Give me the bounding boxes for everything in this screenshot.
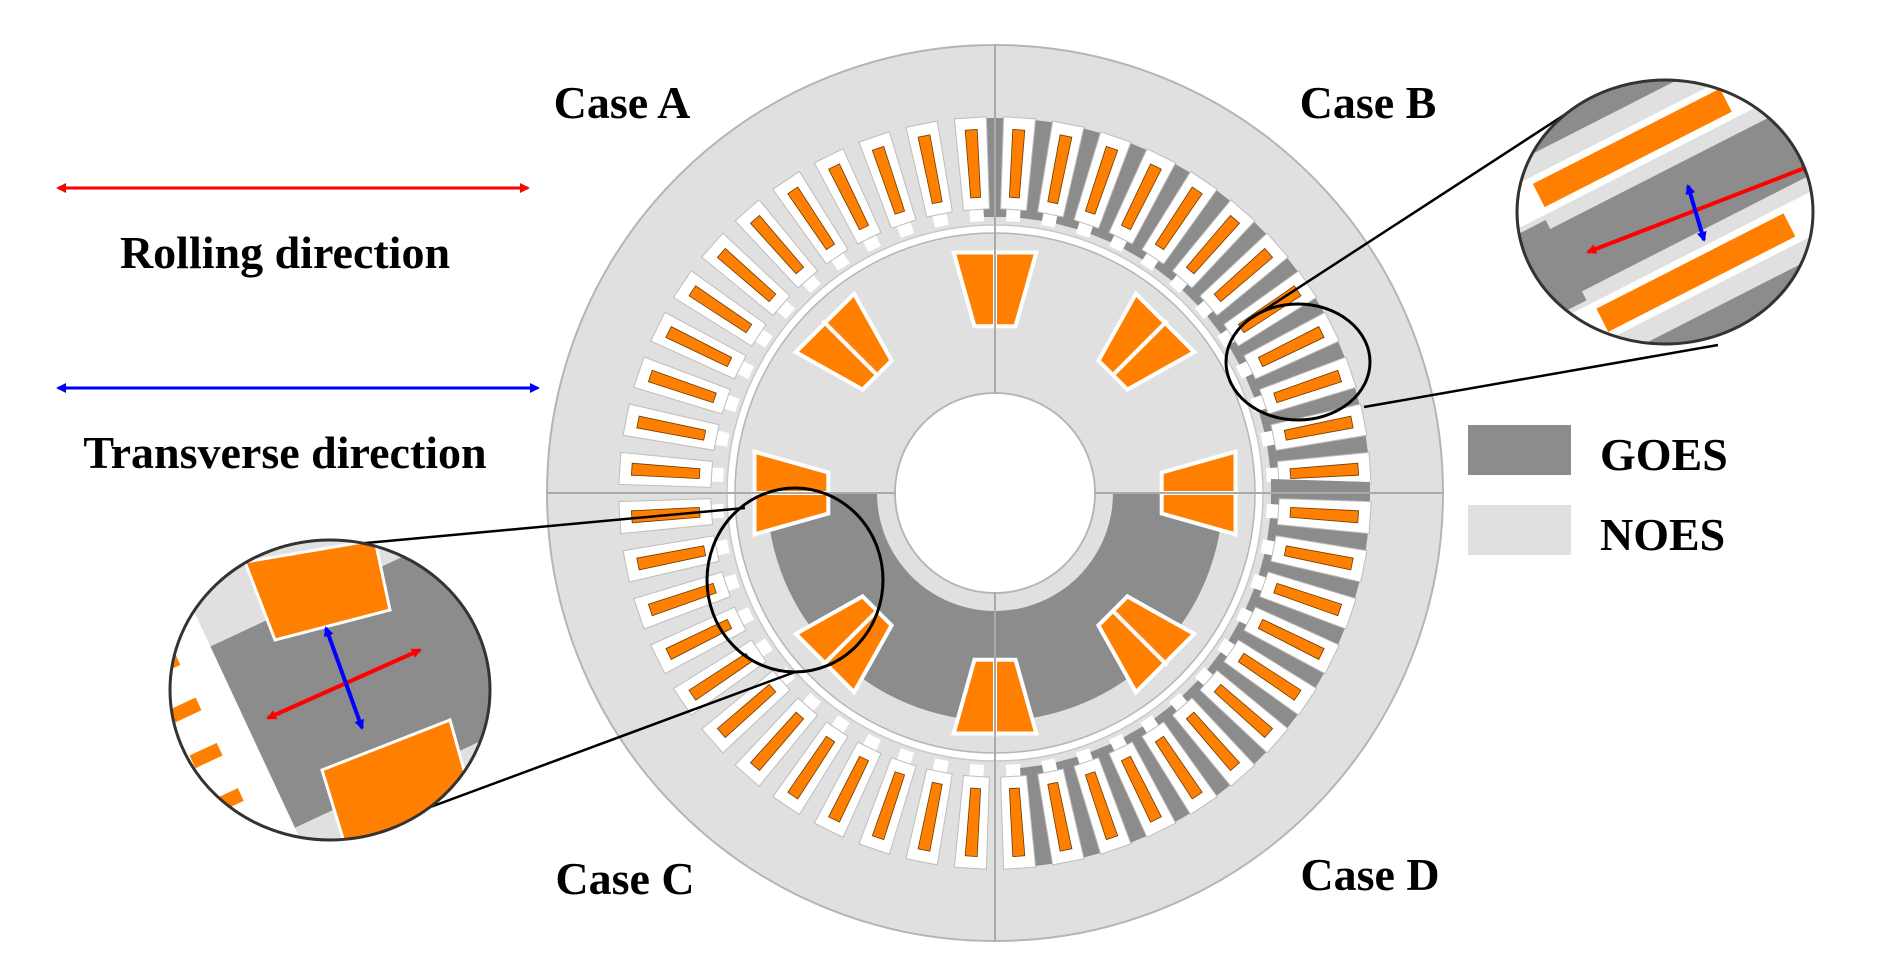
transverse-direction-label: Transverse direction [83, 427, 486, 478]
rotor-magnet-split [821, 610, 878, 667]
stator-winding [716, 247, 777, 303]
stator-tooth-goes [1227, 618, 1326, 690]
zoom-connector-c-top [332, 506, 746, 548]
stator-slot-opening [709, 467, 724, 483]
stator-winding [1273, 369, 1343, 404]
rotor-magnet-split [1112, 610, 1169, 667]
stator-winding [1283, 415, 1354, 441]
zoom-connector-b-bottom [1363, 343, 1719, 409]
stator-winding [1084, 771, 1119, 841]
stator-winding [828, 755, 870, 823]
case-a-label: Case A [554, 77, 691, 128]
zoom-callout-case-b [1224, 78, 1815, 422]
zoom-detail-c [170, 540, 490, 840]
stator-winding [787, 735, 836, 800]
stator-winding [964, 128, 982, 199]
stator-winding [1120, 163, 1162, 231]
zoom-lens-c [168, 538, 492, 842]
stator-winding [1120, 755, 1162, 823]
stator-winding [871, 771, 906, 841]
stator-winding [828, 163, 870, 231]
stator-slot-opening [1005, 207, 1021, 222]
zoom-source-ring-b [1224, 302, 1372, 422]
shaft-bore-fill [896, 394, 1094, 592]
legend-swatch-goes [1468, 425, 1571, 475]
stator-winding [787, 186, 836, 251]
stator-winding [1283, 545, 1354, 571]
rolling-direction-legend: Rolling direction [56, 183, 530, 278]
stator-slot-opening [969, 207, 985, 222]
stator-tooth-goes [1180, 678, 1268, 766]
motor-cross-section [546, 44, 1444, 942]
stator-winding [917, 134, 943, 205]
stator-winding [1185, 711, 1241, 772]
stator-winding [630, 462, 701, 480]
stator-tooth-goes [1151, 703, 1232, 798]
stator-winding [1185, 214, 1241, 275]
stator-winding [716, 683, 777, 739]
stator-winding [1257, 618, 1325, 660]
zoom-b-transverse-arrow [1685, 184, 1707, 242]
stator-winding [964, 787, 982, 858]
stator-winding [636, 415, 707, 441]
stator-slot-opening [1005, 764, 1021, 779]
legend-label-goes: GOES [1600, 429, 1728, 480]
stator-winding [665, 618, 733, 660]
zoom-connector-c-bottom [389, 670, 796, 824]
stator-winding [1008, 128, 1026, 199]
stator-winding [749, 711, 805, 772]
transverse-direction-legend: Transverse direction [56, 383, 540, 478]
rotor-magnet-split [1112, 319, 1169, 376]
stator-winding [636, 545, 707, 571]
stator-tooth-goes [1227, 296, 1326, 368]
stator-slot-opening [1266, 467, 1281, 483]
stator-winding [1237, 652, 1302, 701]
rotor-goes-case-c [767, 493, 995, 721]
stator-slot-opening [1266, 503, 1281, 519]
stator-winding [1213, 247, 1274, 303]
stator-tooth-goes [1151, 188, 1232, 283]
stator-tooth-goes [1205, 256, 1300, 337]
stator-winding [647, 582, 717, 617]
stator-winding [871, 145, 906, 215]
rotor-goes-case-d [995, 493, 1223, 721]
stator-tooth-goes [1180, 220, 1268, 308]
stator-winding [1008, 787, 1026, 858]
stator-teeth [618, 116, 1372, 870]
stator-winding [1047, 781, 1073, 852]
case-d-label: Case D [1300, 849, 1439, 900]
stator-tooth-goes [1120, 162, 1192, 261]
stator-winding [1213, 683, 1274, 739]
rolling-direction-label: Rolling direction [120, 227, 450, 278]
stator-winding [665, 326, 733, 368]
stator-winding [1084, 145, 1119, 215]
stator-winding [917, 781, 943, 852]
stator-winding [1154, 186, 1203, 251]
zoom-c-transverse-arrow [324, 626, 364, 730]
stator-winding [749, 214, 805, 275]
stator-winding [1289, 462, 1360, 480]
stator-tooth-goes [1205, 649, 1300, 730]
stator-winding [688, 285, 753, 334]
zoom-connector-b-top [1251, 104, 1579, 320]
stator-tooth-goes [1120, 725, 1192, 824]
stator-winding [647, 369, 717, 404]
case-c-label: Case C [555, 853, 694, 904]
legend-swatch-noes [1468, 505, 1571, 555]
rotor-magnet-split [821, 319, 878, 376]
stator-winding [1273, 582, 1343, 617]
stator-winding [1047, 134, 1073, 205]
stator-winding [1289, 506, 1360, 524]
zoom-lens-b [1515, 78, 1815, 346]
case-b-label: Case B [1300, 77, 1437, 128]
stator-slot-opening [969, 764, 985, 779]
zoom-detail-b [1517, 80, 1813, 344]
zoom-c-magnet-top [242, 540, 392, 642]
material-legend: GOES NOES [1468, 425, 1728, 560]
legend-label-noes: NOES [1600, 509, 1725, 560]
stator-winding [1257, 326, 1325, 368]
stator-winding [1154, 735, 1203, 800]
